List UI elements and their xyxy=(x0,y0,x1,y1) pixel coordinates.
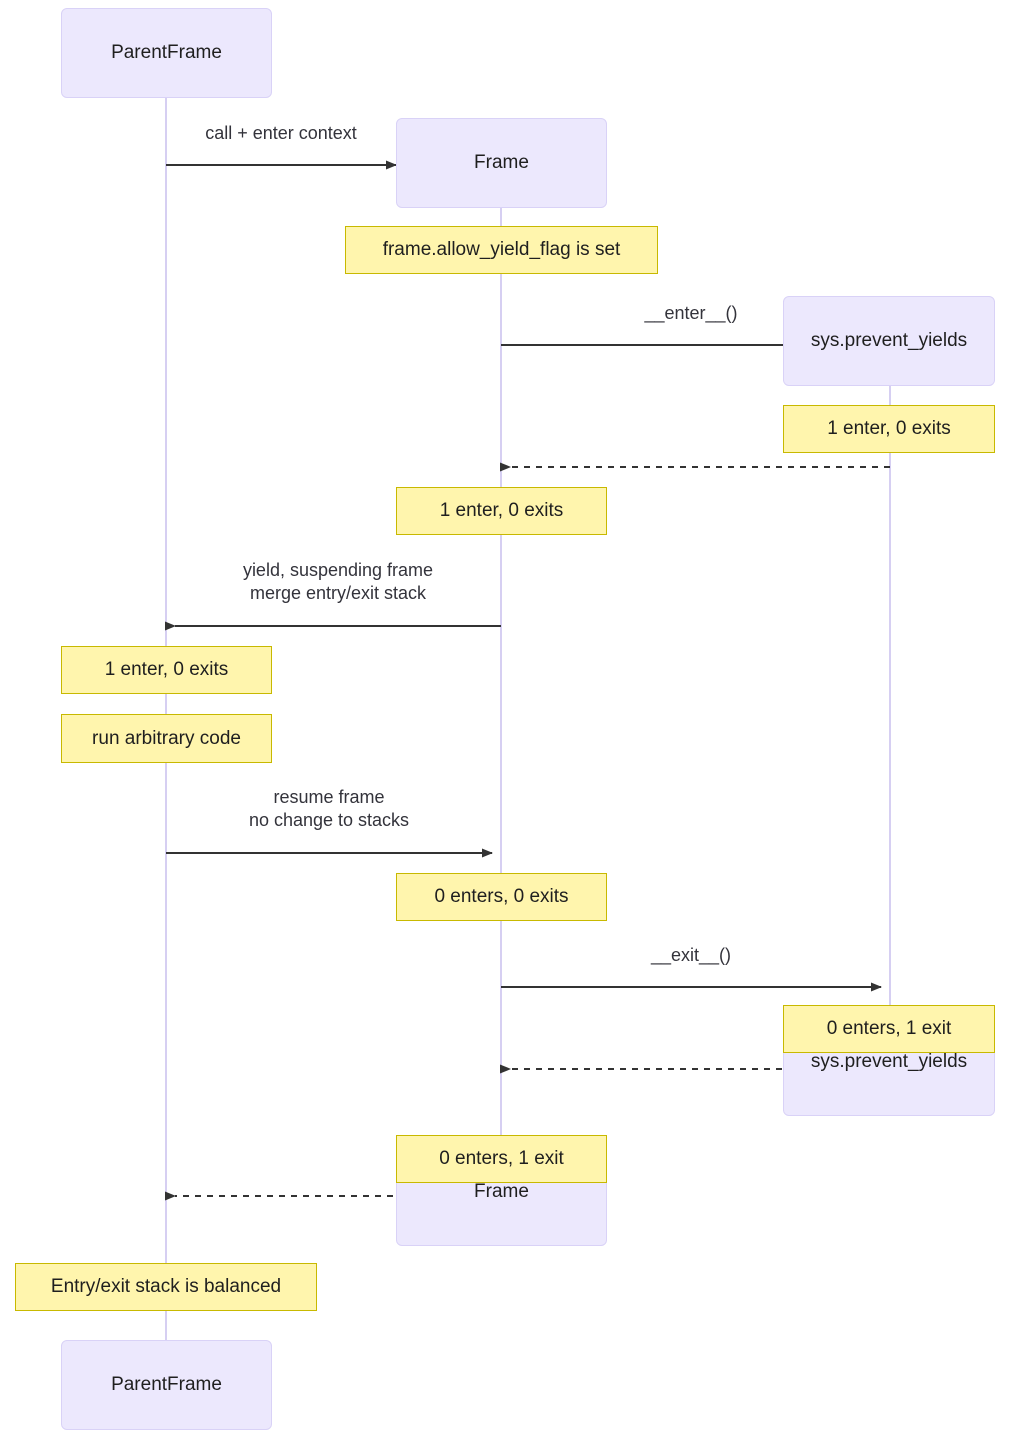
note-run-arbitrary-code: run arbitrary code xyxy=(61,714,272,763)
note-entry-exit-balanced: Entry/exit stack is balanced xyxy=(15,1263,317,1311)
message-exit-label: __exit__() xyxy=(650,945,732,965)
note-allow-yield-flag: frame.allow_yield_flag is set xyxy=(345,226,658,274)
note-sys-1-enter-0-exits: 1 enter, 0 exits xyxy=(783,405,995,453)
message-call-enter-context-label: call + enter context xyxy=(205,123,357,143)
message-enter-label: __enter__() xyxy=(644,303,738,323)
participant-sys-top[interactable]: sys.prevent_yields xyxy=(783,296,995,386)
participant-parentframe-bottom[interactable]: ParentFrame xyxy=(61,1340,272,1430)
note-frame-1-enter-0-exits: 1 enter, 0 exits xyxy=(396,487,607,535)
note-parent-1-enter-0-exits: 1 enter, 0 exits xyxy=(61,646,272,694)
participant-parentframe-top[interactable]: ParentFrame xyxy=(61,8,272,98)
message-resume-frame-label: resume frame no change to stacks xyxy=(248,787,410,831)
message-yield-suspending-frame-label: yield, suspending frame merge entry/exit… xyxy=(242,560,434,604)
note-sys-0-enters-1-exit: 0 enters, 1 exit xyxy=(783,1005,995,1053)
participant-frame-top[interactable]: Frame xyxy=(396,118,607,208)
note-frame-0-enters-0-exits: 0 enters, 0 exits xyxy=(396,873,607,921)
note-frame-0-enters-1-exit: 0 enters, 1 exit xyxy=(396,1135,607,1183)
